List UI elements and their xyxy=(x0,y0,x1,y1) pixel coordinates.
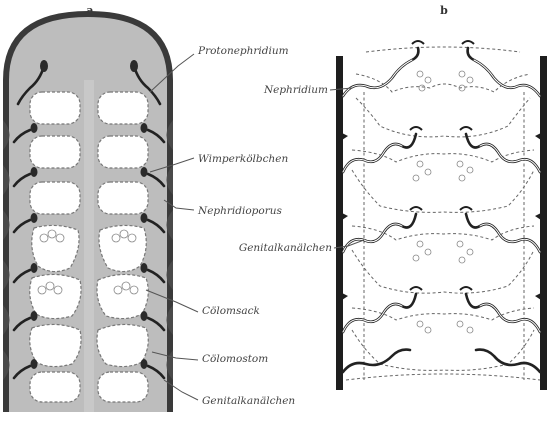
panel-b-walls xyxy=(336,56,547,390)
label-nephridium: Nephridium xyxy=(263,84,328,96)
panel-a-midline xyxy=(84,80,94,412)
panel-b-nephridia xyxy=(343,48,540,372)
panel-b-leaders xyxy=(330,88,364,248)
panel-b-labels: Nephridium Genitalkanälchen xyxy=(239,84,332,254)
panel-b: b xyxy=(336,4,547,390)
label-protonephridium: Protonephridium xyxy=(197,45,289,57)
panel-b-septa xyxy=(346,47,540,380)
label-genitalkanaelchen-a: Genitalkanälchen xyxy=(202,395,295,407)
panel-b-gonads xyxy=(413,71,473,333)
panel-a-labels: Protonephridium Wimperkölbchen Nephridio… xyxy=(197,45,295,407)
label-nephridioporus: Nephridioporus xyxy=(197,205,282,217)
label-coelomostom: Cölomostom xyxy=(202,353,268,365)
panel-b-letter: b xyxy=(440,4,448,17)
label-wimperkoelbchen: Wimperkölbchen xyxy=(198,153,288,165)
label-coelomsack: Cölomsack xyxy=(202,305,260,317)
panel-a: a xyxy=(3,4,173,412)
label-genitalkanaelchen-b: Genitalkanälchen xyxy=(239,242,332,254)
panel-b-funnels xyxy=(410,41,474,290)
